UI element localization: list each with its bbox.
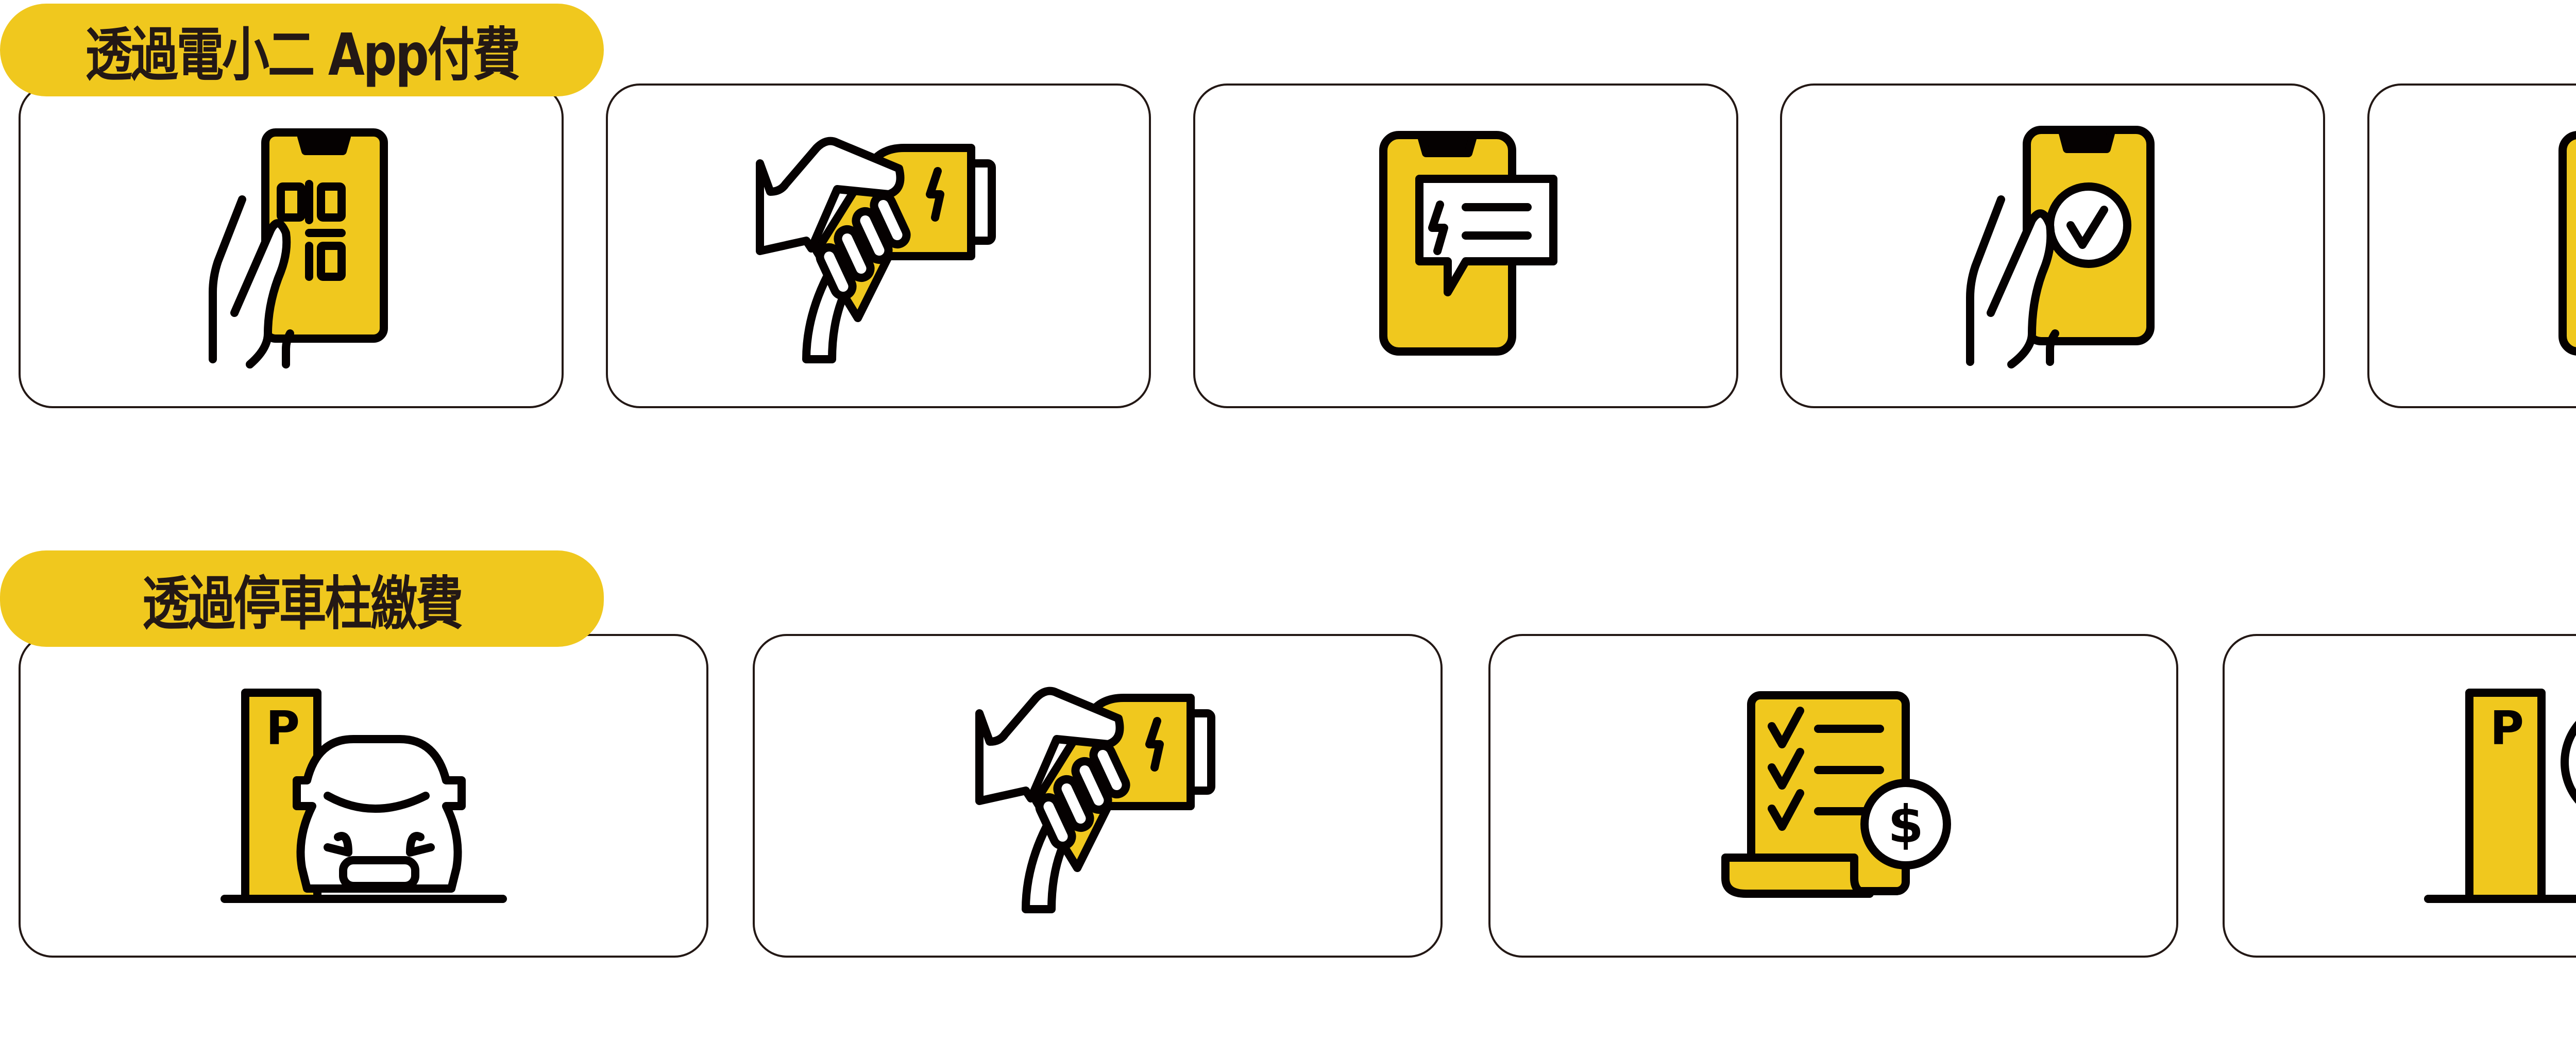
- section-title: 透過停車柱繳費: [142, 570, 463, 638]
- section-title: 透過電小二 App付費: [85, 22, 520, 89]
- step-panel-charging-notice: [1193, 83, 1738, 408]
- receipt-checklist-payment-icon: $: [1721, 691, 1951, 898]
- hand-holding-ev-charger-icon: [975, 687, 1215, 913]
- phone-qr-scan-icon: [209, 128, 388, 369]
- phone-charging-notification-icon: [1379, 131, 1557, 356]
- step-panel-plug-charger: [606, 83, 1151, 408]
- hand-tapping-phone-confirm-icon: [1966, 126, 2155, 369]
- parking-letter: P: [266, 701, 300, 756]
- parking-letter: P: [2490, 701, 2524, 756]
- hand-holding-ev-charger-icon: [756, 137, 996, 363]
- parking-post-payment-icon: P $: [2424, 689, 2576, 903]
- step-panel-plug-charger-2: [753, 634, 1443, 958]
- step-panel-pay-bill: $: [2367, 83, 2576, 408]
- parking-post-with-car-icon: P: [220, 689, 507, 903]
- section-badge-post-payment: 透過停車柱繳費: [0, 550, 604, 647]
- step-panel-scan-qr: [19, 83, 564, 408]
- step-panel-confirm-payment: [1780, 83, 2325, 408]
- currency-symbol: $: [1888, 794, 1924, 855]
- step-panel-receipt: $: [1488, 634, 2178, 958]
- step-panel-park-car: P: [19, 634, 708, 958]
- phone-payment-bill-icon: $: [2558, 131, 2576, 356]
- step-panel-post-pay: P $: [2223, 634, 2576, 958]
- section-badge-app-payment: 透過電小二 App付費: [0, 4, 604, 96]
